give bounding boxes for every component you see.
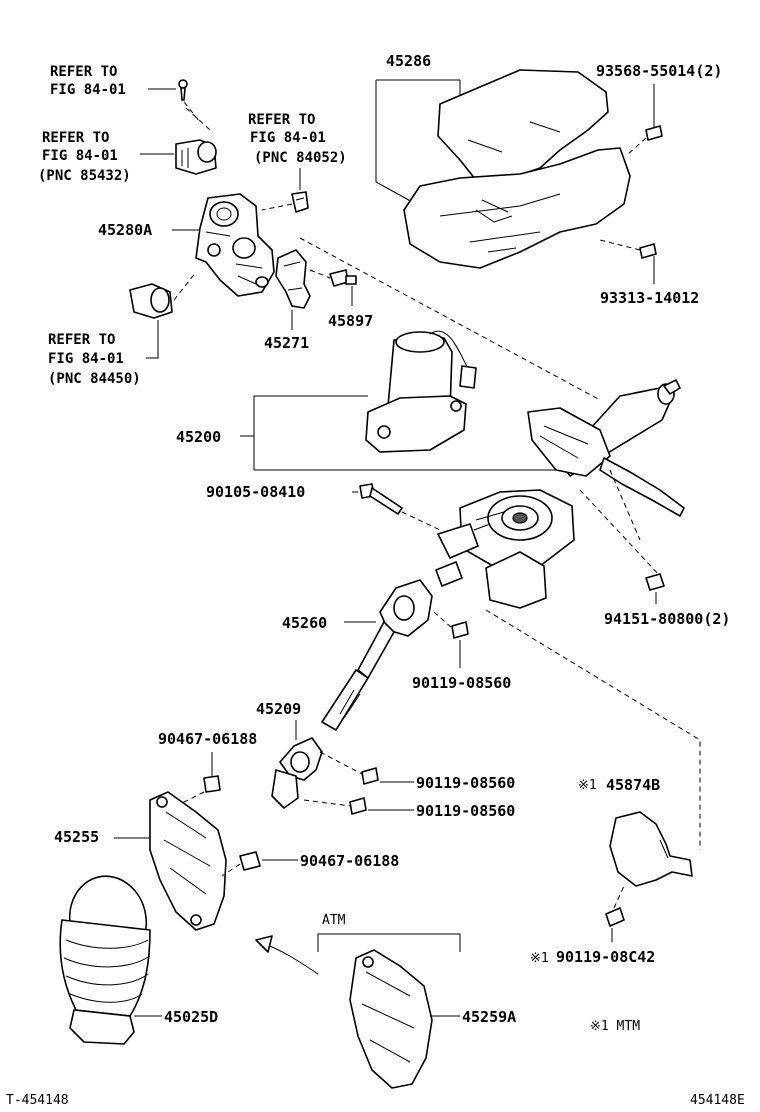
part-94151: 94151-80800(2) — [604, 610, 730, 628]
part-90119-d: 90119-08C42 — [556, 948, 655, 966]
refer-to-label-4: REFER TO FIG 84-01 (PNC 84450) — [48, 332, 141, 387]
svg-text:FIG 84-01: FIG 84-01 — [250, 130, 326, 146]
svg-text:REFER TO: REFER TO — [50, 64, 117, 80]
part-45260: 45260 — [282, 614, 327, 632]
sensor-connector-icon — [129, 283, 173, 319]
arrow-left-icon — [255, 935, 319, 975]
mark-1: ※1 — [578, 778, 597, 793]
clip-icon — [203, 775, 221, 793]
steering-column-icon — [435, 379, 685, 609]
part-90119-c: 90119-08560 — [416, 802, 515, 820]
bracket-icon — [275, 249, 311, 309]
part-45897: 45897 — [328, 312, 373, 330]
bolt-icon — [329, 269, 357, 287]
bolt-icon — [605, 907, 625, 927]
bolt-icon — [361, 767, 379, 785]
svg-text:FIG 84-01: FIG 84-01 — [50, 82, 126, 98]
part-90467-b: 90467-06188 — [300, 852, 399, 870]
refer-to-label-1: REFER TO FIG 84-01 — [50, 64, 126, 98]
refer-to-label-3: REFER TO FIG 84-01 (PNC 84052) — [248, 112, 347, 166]
svg-text:FIG 84-01: FIG 84-01 — [42, 148, 118, 164]
part-45209: 45209 — [256, 700, 301, 718]
svg-text:REFER TO: REFER TO — [48, 332, 115, 348]
key-switch-icon — [291, 191, 309, 213]
part-93568: 93568-55014(2) — [596, 62, 722, 80]
screw-icon — [639, 243, 657, 259]
svg-text:REFER TO: REFER TO — [42, 130, 109, 146]
bracket-cover-icon — [609, 811, 693, 887]
clip-icon — [239, 851, 261, 871]
part-45280A: 45280A — [98, 221, 152, 239]
part-45874B: 45874B — [606, 776, 660, 794]
column-hole-cover-atm-icon — [349, 949, 433, 1089]
mark-1-b: ※1 — [530, 951, 549, 966]
steering-boot-icon — [59, 875, 151, 1045]
part-45025D: 45025D — [164, 1008, 218, 1026]
universal-joint-icon — [271, 737, 323, 809]
part-93313: 93313-14012 — [600, 289, 699, 307]
svg-text:(PNC 84052): (PNC 84052) — [254, 150, 347, 166]
footer-left-code: T-454148 — [6, 1093, 69, 1108]
switch-connector-icon — [175, 139, 217, 175]
svg-text:REFER TO: REFER TO — [248, 112, 315, 128]
part-90119-a: 90119-08560 — [412, 674, 511, 692]
part-45259A: 45259A — [462, 1008, 516, 1026]
part-90105: 90105-08410 — [206, 483, 305, 501]
part-90467-a: 90467-06188 — [158, 730, 257, 748]
nut-icon — [645, 573, 665, 591]
part-45271: 45271 — [264, 334, 309, 352]
svg-text:FIG 84-01: FIG 84-01 — [48, 351, 124, 367]
part-45200: 45200 — [176, 428, 221, 446]
column-hole-cover-icon — [149, 791, 227, 931]
part-90119-b: 90119-08560 — [416, 774, 515, 792]
part-45286: 45286 — [386, 52, 431, 70]
ignition-lock-housing-icon — [195, 193, 275, 297]
mtm-note: ※1 MTM — [590, 1019, 640, 1034]
refer-to-label-2: REFER TO FIG 84-01 (PNC 85432) — [38, 130, 131, 184]
svg-text:(PNC 84450): (PNC 84450) — [48, 371, 141, 387]
footer-right-code: 454148E — [690, 1093, 745, 1108]
intermediate-shaft-icon — [321, 579, 433, 731]
bolt-icon — [349, 797, 367, 815]
svg-text:(PNC 85432): (PNC 85432) — [38, 168, 131, 184]
column-cover-icon — [403, 69, 631, 269]
bolt-icon — [359, 483, 403, 515]
screw-icon — [178, 79, 188, 101]
bolt-icon — [451, 621, 469, 639]
part-45255: 45255 — [54, 828, 99, 846]
atm-label: ATM — [322, 913, 346, 928]
screw-icon — [645, 125, 663, 141]
motor-icon — [365, 330, 477, 453]
